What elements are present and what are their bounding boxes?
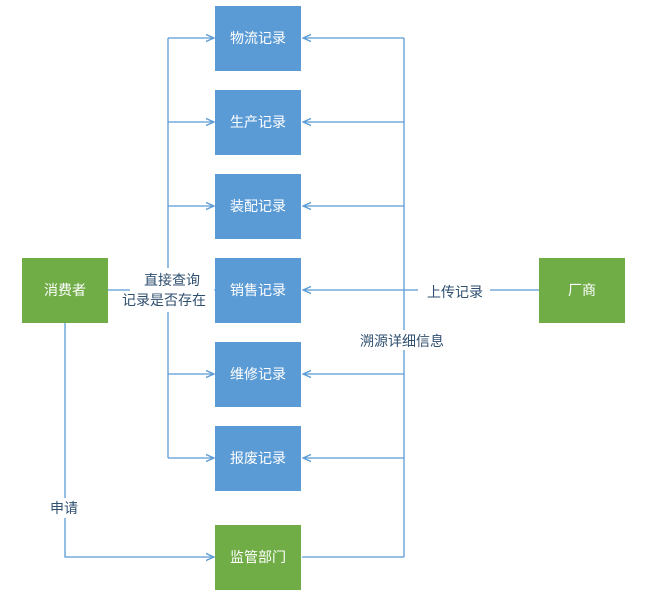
record-label: 维修记录: [230, 367, 286, 383]
record-label: 销售记录: [230, 283, 286, 299]
record-node-assembly[interactable]: 装配记录: [215, 174, 301, 239]
record-label: 装配记录: [230, 199, 286, 215]
record-box: [215, 258, 301, 323]
consumer-node[interactable]: 消费者: [22, 258, 108, 323]
record-box: [215, 6, 301, 71]
upload-label: 上传记录: [427, 285, 483, 301]
record-label: 生产记录: [230, 115, 286, 131]
record-box: [215, 426, 301, 491]
edge-labels: 直接查询 记录是否存在 上传记录 溯源详细信息 申请: [42, 268, 490, 518]
record-label: 物流记录: [230, 31, 286, 47]
record-node-logistics[interactable]: 物流记录: [215, 6, 301, 71]
record-node-scrap[interactable]: 报废记录: [215, 426, 301, 491]
trace-label: 溯源详细信息: [360, 333, 444, 350]
record-box: [215, 90, 301, 155]
manufacturer-box: [539, 258, 625, 323]
manufacturer-node[interactable]: 厂商: [539, 258, 625, 323]
apply-edge: [64, 323, 214, 557]
record-node-repair[interactable]: 维修记录: [215, 342, 301, 407]
trace-label-bg: [352, 330, 452, 350]
upload-label-bg: [418, 281, 490, 301]
query-label-line2: 记录是否存在: [122, 293, 206, 309]
regulator-box: [215, 525, 301, 590]
record-nodes: 物流记录 生产记录 装配记录 销售记录 维修记录 报废记录: [215, 6, 301, 491]
record-label: 报废记录: [230, 451, 286, 467]
apply-label: 申请: [50, 501, 78, 517]
record-box: [215, 174, 301, 239]
query-label-bg: [130, 268, 214, 312]
apply-label-bg: [42, 498, 88, 518]
query-edges: [108, 38, 214, 458]
record-box: [215, 342, 301, 407]
regulator-label: 监管部门: [230, 550, 286, 566]
record-node-production[interactable]: 生产记录: [215, 90, 301, 155]
consumer-label: 消费者: [44, 283, 86, 299]
manufacturer-label: 厂商: [568, 283, 596, 299]
regulator-node[interactable]: 监管部门: [215, 525, 301, 590]
record-node-sales[interactable]: 销售记录: [215, 258, 301, 323]
query-label-line1: 直接查询: [144, 272, 200, 289]
upload-edges: [302, 38, 539, 558]
consumer-box: [22, 258, 108, 323]
